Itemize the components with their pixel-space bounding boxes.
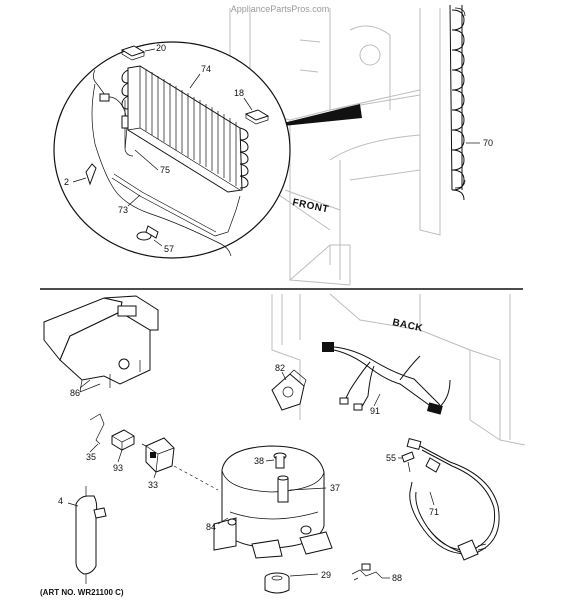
label-35: 35 (86, 452, 96, 462)
label-55: 55 (386, 453, 396, 463)
compressor-part (213, 445, 333, 559)
bolt-38-part (273, 452, 287, 469)
label-71: 71 (429, 507, 439, 517)
label-2: 2 (64, 177, 69, 187)
label-29: 29 (321, 570, 331, 580)
connector-88-part (351, 563, 383, 581)
label-82: 82 (275, 363, 285, 373)
sensor-wire-part (91, 69, 232, 257)
power-cord-part (406, 437, 500, 561)
label-75: 75 (160, 165, 170, 175)
label-37: 37 (330, 483, 340, 493)
screw-57-part (136, 225, 159, 241)
clip-35-part (89, 413, 105, 445)
clip-2-part (85, 163, 97, 186)
label-33: 33 (148, 480, 158, 490)
relay-93-part (111, 429, 135, 451)
back-label: BACK (391, 317, 424, 334)
label-57: 57 (164, 244, 174, 254)
label-73: 73 (118, 205, 128, 215)
wiring-harness-part (322, 342, 451, 415)
pad-18-part (244, 109, 270, 125)
front-label: FRONT (291, 197, 329, 215)
label-18: 18 (234, 88, 244, 98)
label-4: 4 (58, 496, 63, 506)
screw-55-part (401, 451, 415, 473)
cabinet-outline (229, 8, 441, 286)
zoom-pointer (263, 104, 362, 128)
grommet-29-part (264, 572, 290, 594)
label-84: 84 (206, 522, 216, 532)
pad-20-part (120, 45, 146, 61)
drain-pan-part (43, 295, 159, 393)
label-20: 20 (156, 43, 166, 53)
label-74: 74 (201, 64, 211, 74)
label-38: 38 (254, 456, 264, 466)
label-86: 86 (70, 388, 80, 398)
label-70: 70 (483, 138, 493, 148)
start-device-33-part (141, 437, 175, 473)
label-91: 91 (370, 406, 380, 416)
art-number: (ART NO. WR21100 C) (40, 588, 124, 597)
condenser-coil-part (449, 4, 466, 201)
back-cabinet-outline (271, 293, 526, 446)
drain-tube-part (111, 173, 241, 237)
evaporator-part (121, 65, 249, 193)
drier-4-part (75, 486, 107, 584)
label-93: 93 (113, 463, 123, 473)
overload-82-part (271, 369, 307, 411)
watermark: AppliancePartsPros.com (231, 4, 330, 14)
label-88: 88 (392, 573, 402, 583)
mount-dash (173, 465, 219, 491)
